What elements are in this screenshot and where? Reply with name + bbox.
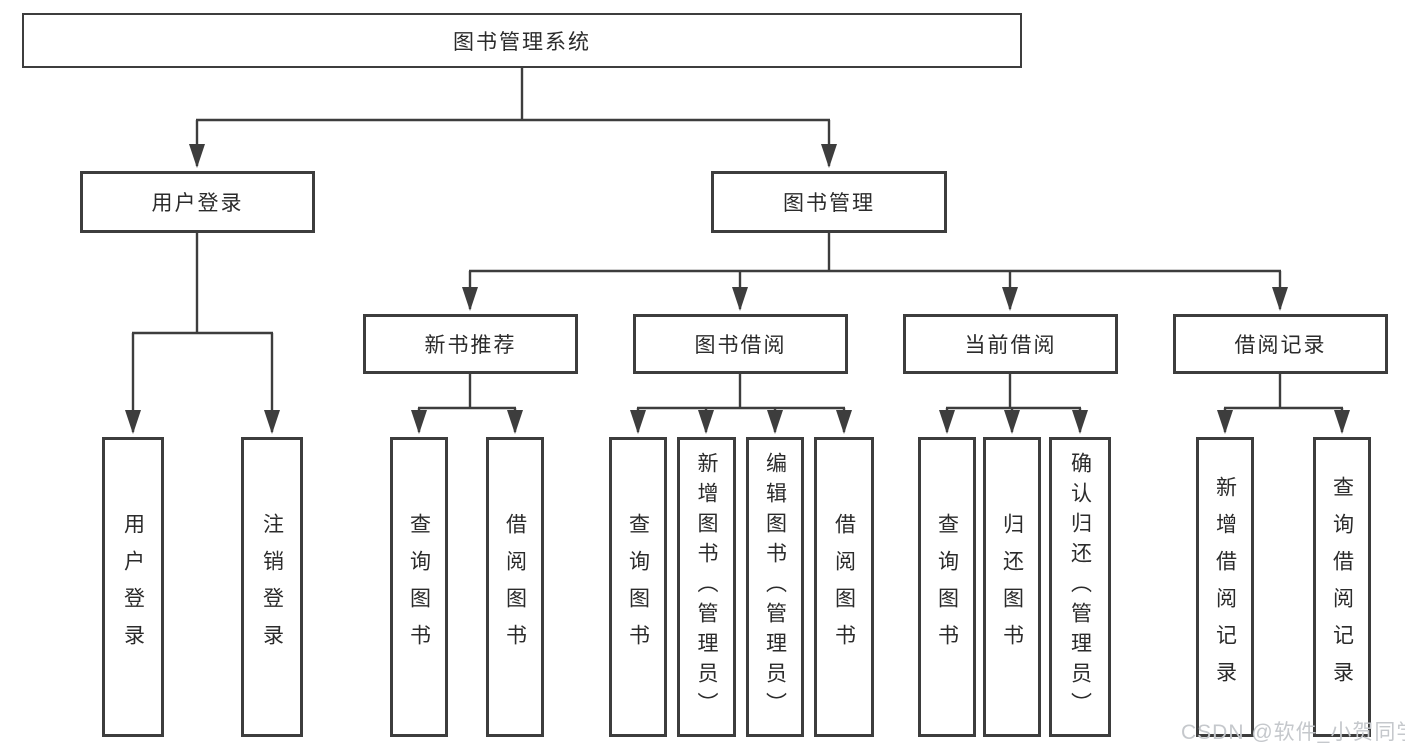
leaf-logout: 注销登录 xyxy=(241,437,303,737)
node-borrowing-records-label: 借阅记录 xyxy=(1234,334,1327,357)
connector-user-login-children xyxy=(125,233,280,434)
leaf-query-books-2-label: 查询图书 xyxy=(626,513,650,661)
leaf-borrow-books-2: 借阅图书 xyxy=(814,437,874,737)
leaf-add-book-admin: 新增图书（管理员） xyxy=(677,437,736,737)
node-new-book-recommend-label: 新书推荐 xyxy=(424,334,517,357)
connector-book-management-children xyxy=(462,233,1288,311)
node-new-book-recommend: 新书推荐 xyxy=(363,314,578,374)
connector-root-to-level2 xyxy=(189,68,837,168)
leaf-confirm-return-admin: 确认归还（管理员） xyxy=(1049,437,1111,737)
leaf-add-borrow-record-label: 新增借阅记录 xyxy=(1213,476,1237,698)
node-book-borrowing: 图书借阅 xyxy=(633,314,848,374)
leaf-query-borrow-record-label: 查询借阅记录 xyxy=(1330,476,1354,698)
leaf-borrow-books-2-label: 借阅图书 xyxy=(832,513,856,661)
leaf-confirm-return-admin-label: 确认归还（管理员） xyxy=(1068,452,1092,722)
node-current-borrowing: 当前借阅 xyxy=(903,314,1118,374)
leaf-return-book-label: 归还图书 xyxy=(1000,513,1024,661)
node-borrowing-records: 借阅记录 xyxy=(1173,314,1388,374)
leaf-logout-label: 注销登录 xyxy=(260,513,284,661)
leaf-query-borrow-record: 查询借阅记录 xyxy=(1313,437,1371,737)
connector-book-borrowing-children xyxy=(630,374,852,434)
leaf-user-login-label: 用户登录 xyxy=(121,513,145,661)
leaf-return-book: 归还图书 xyxy=(983,437,1041,737)
leaf-query-books-1: 查询图书 xyxy=(390,437,448,737)
leaf-add-borrow-record: 新增借阅记录 xyxy=(1196,437,1254,737)
node-user-login: 用户登录 xyxy=(80,171,315,233)
node-book-management: 图书管理 xyxy=(711,171,947,233)
leaf-query-books-1-label: 查询图书 xyxy=(407,513,431,661)
connector-current-borrowing-children xyxy=(939,374,1088,434)
leaf-borrow-books-1-label: 借阅图书 xyxy=(503,513,527,661)
connector-borrowing-records-children xyxy=(1217,374,1350,434)
leaf-query-books-3: 查询图书 xyxy=(918,437,976,737)
node-root-label: 图书管理系统 xyxy=(453,30,591,54)
connector-new-book-recommend-children xyxy=(411,374,523,434)
leaf-edit-book-admin: 编辑图书（管理员） xyxy=(746,437,804,737)
node-user-login-label: 用户登录 xyxy=(151,192,244,215)
leaf-query-books-3-label: 查询图书 xyxy=(935,513,959,661)
leaf-add-book-admin-label: 新增图书（管理员） xyxy=(695,452,718,722)
node-root: 图书管理系统 xyxy=(22,13,1022,68)
node-book-borrowing-label: 图书借阅 xyxy=(694,334,787,357)
node-book-management-label: 图书管理 xyxy=(783,192,875,215)
watermark-text: CSDN @软件_小贺同学 xyxy=(1181,721,1405,744)
leaf-user-login: 用户登录 xyxy=(102,437,164,737)
node-current-borrowing-label: 当前借阅 xyxy=(964,334,1057,357)
leaf-borrow-books-1: 借阅图书 xyxy=(486,437,544,737)
leaf-edit-book-admin-label: 编辑图书（管理员） xyxy=(763,452,787,722)
leaf-query-books-2: 查询图书 xyxy=(609,437,667,737)
